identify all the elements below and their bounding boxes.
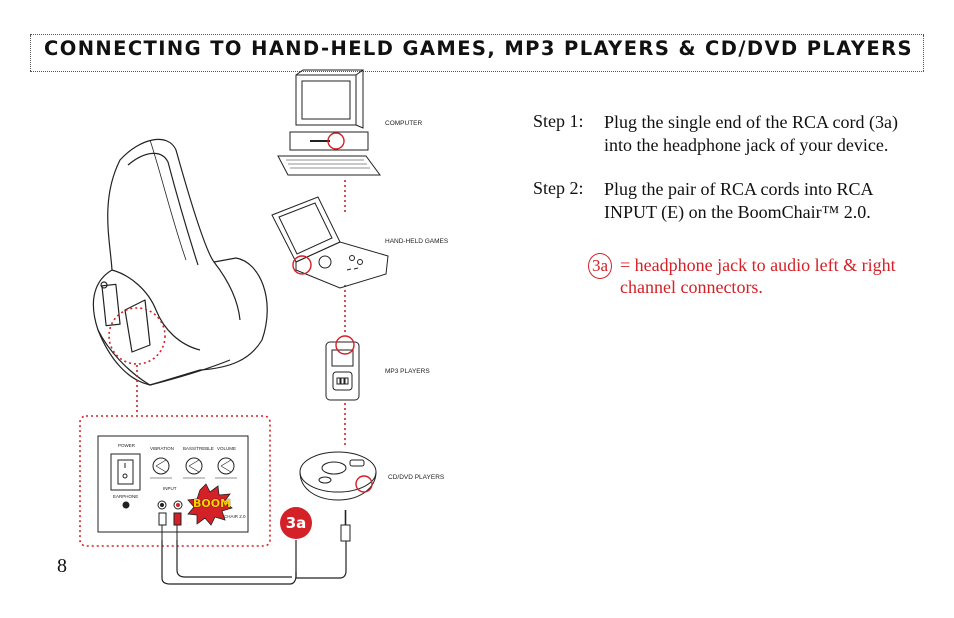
boom-logo-subtext: CHAIR 2.0 (224, 514, 246, 519)
boom-logo-burst (187, 483, 233, 526)
cd-dvd-label: CD/DVD PLAYERS (388, 474, 445, 481)
page-title: CONNECTING TO HAND-HELD GAMES, MP3 PLAYE… (44, 37, 913, 60)
legend-equals: = (620, 255, 631, 275)
mp3-player-illustration (325, 341, 360, 401)
legend-description: headphone jack to audio left & right cha… (620, 255, 896, 297)
panel-earphone-label: EARPHONE (113, 494, 139, 499)
panel-highlight-box (79, 415, 271, 547)
boom-chair-illustration (92, 138, 268, 386)
handheld-game-illustration (271, 196, 389, 289)
step-2-text: Plug the pair of RCA cords into RCA INPU… (604, 179, 873, 222)
legend-key-3a: 3a (588, 253, 612, 279)
computer-label: COMPUTER (385, 120, 423, 127)
panel-power-label: POWER (118, 443, 136, 448)
mp3-label: MP3 PLAYERS (385, 368, 430, 375)
panel-vibration-label: VIBRATION (150, 446, 174, 451)
panel-input-label: INPUT (163, 486, 177, 491)
control-panel (97, 435, 249, 533)
legend-text: = headphone jack to audio left & right c… (620, 254, 920, 298)
step-2-number: Step 2: (533, 178, 584, 198)
step-1-text: Plug the single end of the RCA cord (3a)… (604, 112, 898, 155)
title-box: CONNECTING TO HAND-HELD GAMES, MP3 PLAYE… (30, 34, 924, 72)
callout-3a: 3a (280, 507, 312, 539)
page-number: 8 (57, 555, 67, 577)
panel-bass-treble-label: BASS/TREBLE (183, 446, 214, 451)
panel-volume-label: VOLUME (217, 446, 237, 451)
boom-logo-text: BOOM (193, 497, 232, 510)
computer-illustration (277, 69, 381, 176)
rca-plugs (158, 512, 182, 540)
handheld-label: HAND-HELD GAMES (385, 238, 449, 245)
step-1-number: Step 1: (533, 111, 584, 131)
chair-panel-highlight (108, 307, 166, 365)
